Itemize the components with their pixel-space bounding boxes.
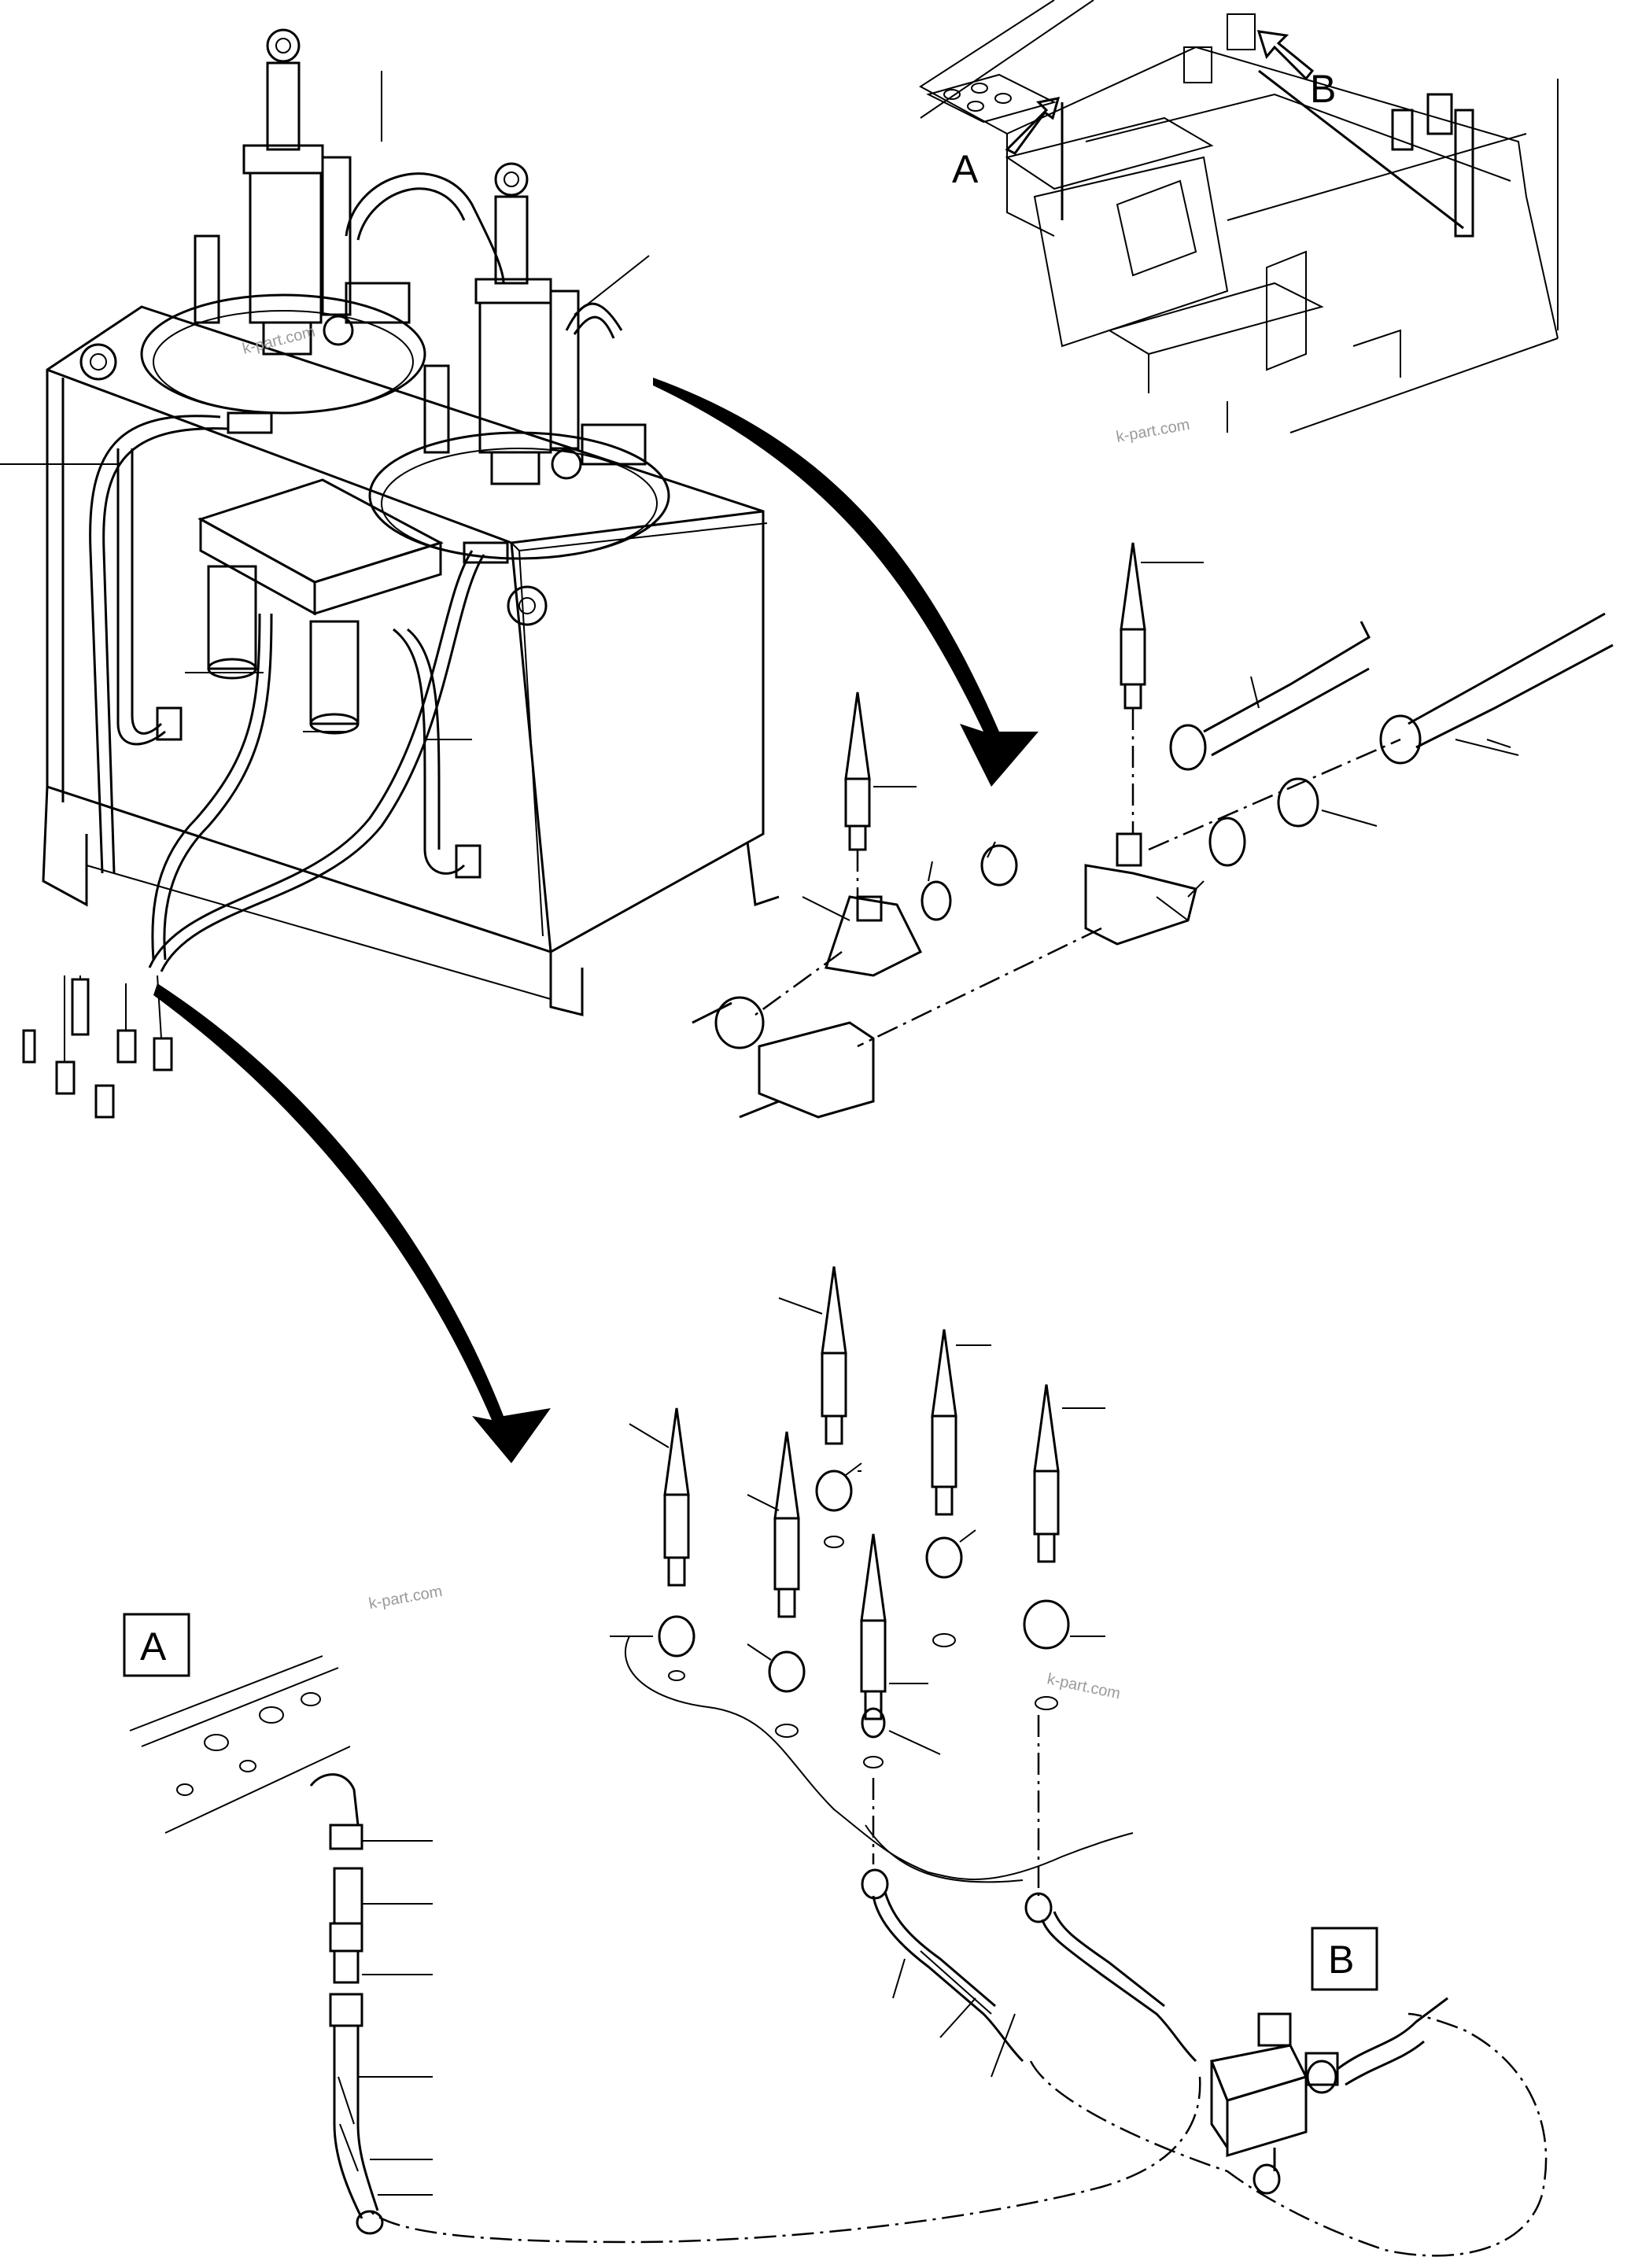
callout-label-a: A [952, 147, 979, 191]
callout-label-b: B [1310, 67, 1336, 111]
callout-arrow-a [1005, 97, 1061, 155]
detail-a [123, 1613, 433, 2235]
leader-lines-lower [610, 1297, 1105, 2078]
watermark-text: k-part.com [367, 1583, 444, 1613]
callout-arrow-b [1256, 30, 1315, 81]
leader-lines-upper [0, 71, 1519, 921]
watermark-text: k-part.com [1046, 1670, 1122, 1702]
detail-a-frame [123, 1613, 190, 1677]
lubrication-pump-unit [42, 28, 780, 1016]
tee-fitting-assembly [692, 542, 1614, 1119]
curved-arrow-upper [653, 378, 1039, 787]
detail-a-label: A [140, 1624, 167, 1669]
distribution-hose-detail [369, 1266, 1548, 2257]
operator-cab-view [919, 0, 1559, 433]
detail-b-label: B [1328, 1938, 1354, 1982]
detached-fittings-group [22, 975, 173, 1119]
curved-arrow-lower [153, 983, 551, 1463]
detail-b-frame [1311, 1927, 1378, 1991]
watermark-text: k-part.com [1115, 416, 1191, 446]
